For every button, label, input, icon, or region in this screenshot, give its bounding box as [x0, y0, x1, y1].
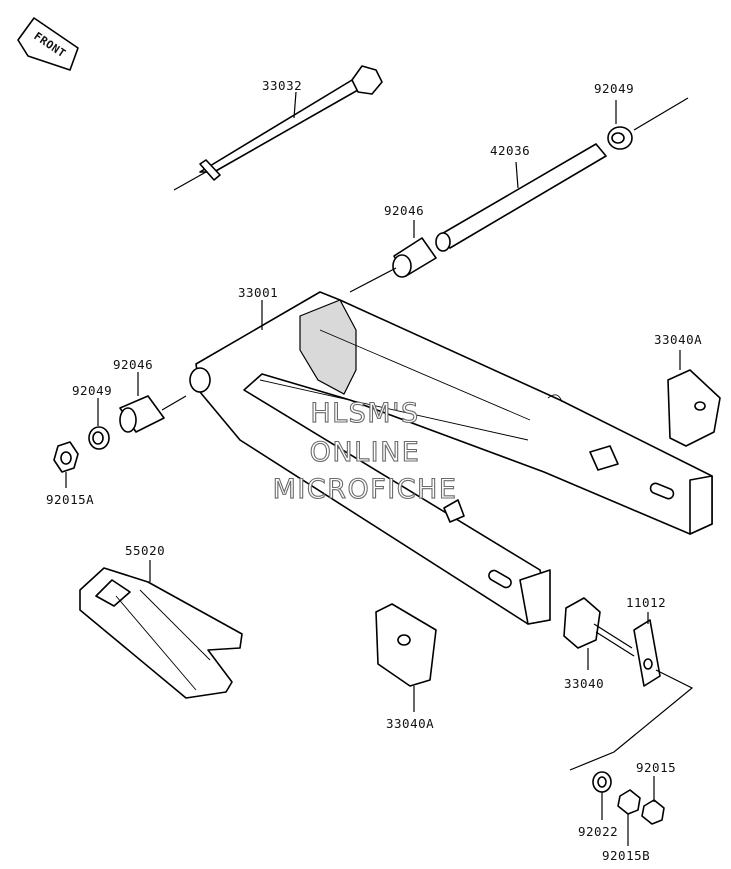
label-92015A: 92015A [46, 492, 94, 507]
label-92046-left: 92046 [113, 357, 153, 372]
seal-92049-left [88, 398, 110, 450]
watermark-line-2: ONLINE [310, 437, 421, 468]
washer-92022 [592, 771, 612, 820]
label-92015B: 92015B [602, 848, 650, 863]
front-arrow-icon: FRONT [17, 17, 79, 71]
watermark-line-1: HLSM'S [310, 398, 419, 429]
label-92049-left: 92049 [72, 383, 112, 398]
label-92015: 92015 [636, 760, 676, 775]
label-55020: 55020 [125, 543, 165, 558]
bearing-92046-top [349, 220, 437, 293]
adjuster-plate-33040A-right [667, 350, 721, 447]
label-92046-top: 92046 [384, 203, 424, 218]
adjuster-plate-33040A-bottom [375, 603, 437, 712]
swing-arm-33001 [189, 291, 713, 625]
label-92022: 92022 [578, 824, 618, 839]
nut-92015 [641, 776, 665, 825]
pivot-shaft-33032 [173, 65, 383, 191]
bearing-92046-left [119, 372, 187, 433]
label-92049-top: 92049 [594, 81, 634, 96]
label-33040: 33040 [564, 676, 604, 691]
plate-11012 [569, 612, 694, 771]
nut-92015A [53, 441, 79, 488]
label-33040A-right: 33040A [654, 332, 702, 347]
label-33032: 33032 [262, 78, 302, 93]
label-33001: 33001 [238, 285, 278, 300]
chain-adjuster-33040 [563, 597, 635, 670]
seal-92049-top [607, 97, 689, 150]
label-42036: 42036 [490, 143, 530, 158]
sleeve-42036 [435, 143, 607, 252]
label-11012: 11012 [626, 595, 666, 610]
watermark-line-3: MICROFICHE [273, 474, 458, 505]
nut-92015B [617, 789, 641, 846]
chain-slider-55020 [79, 560, 243, 699]
label-33040A-bottom: 33040A [386, 716, 434, 731]
